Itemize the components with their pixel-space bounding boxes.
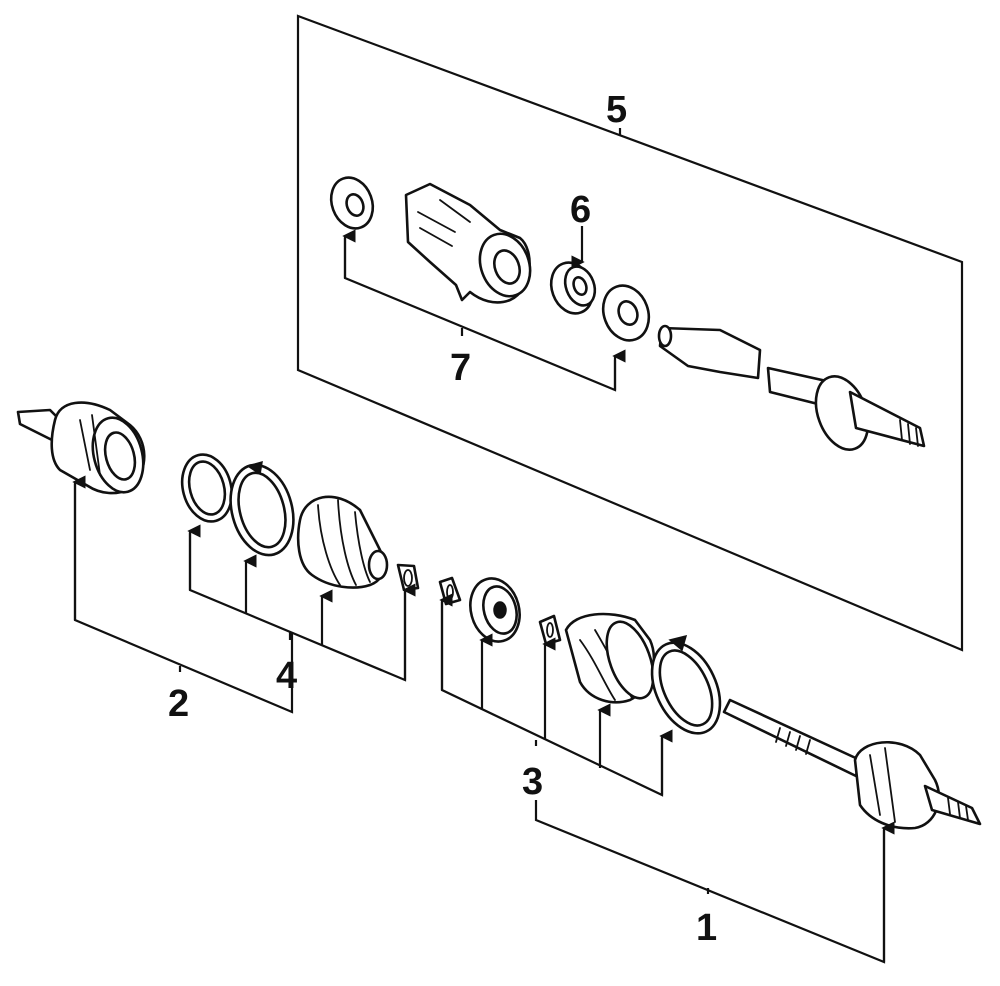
callout-5: 5 bbox=[606, 89, 627, 131]
inner-cv-boot bbox=[564, 612, 656, 704]
callout-4: 4 bbox=[276, 655, 297, 697]
axle-shaft-assembly bbox=[722, 698, 982, 830]
inset-bearing-bracket bbox=[404, 182, 532, 304]
inset-seal-left bbox=[329, 176, 375, 230]
inset-intermediate-shaft bbox=[657, 324, 926, 451]
inset-frame bbox=[296, 14, 964, 652]
inner-boot-clamp bbox=[650, 634, 722, 735]
outer-cv-joint bbox=[16, 401, 146, 495]
callout-1: 1 bbox=[696, 907, 717, 949]
boot-clamp-large bbox=[229, 460, 295, 557]
callout-2: 2 bbox=[168, 683, 189, 725]
inset-bearing bbox=[549, 261, 597, 315]
callout-7: 7 bbox=[450, 347, 471, 389]
inset-seal-right bbox=[601, 284, 651, 342]
callout-6: 6 bbox=[570, 189, 591, 231]
callout-3: 3 bbox=[522, 761, 543, 803]
inner-tripod-bearing bbox=[469, 577, 521, 643]
outer-cv-boot bbox=[296, 495, 389, 589]
outer-snap-ring bbox=[396, 563, 420, 592]
boot-clamp-small bbox=[180, 453, 234, 523]
inner-clip bbox=[538, 614, 562, 646]
